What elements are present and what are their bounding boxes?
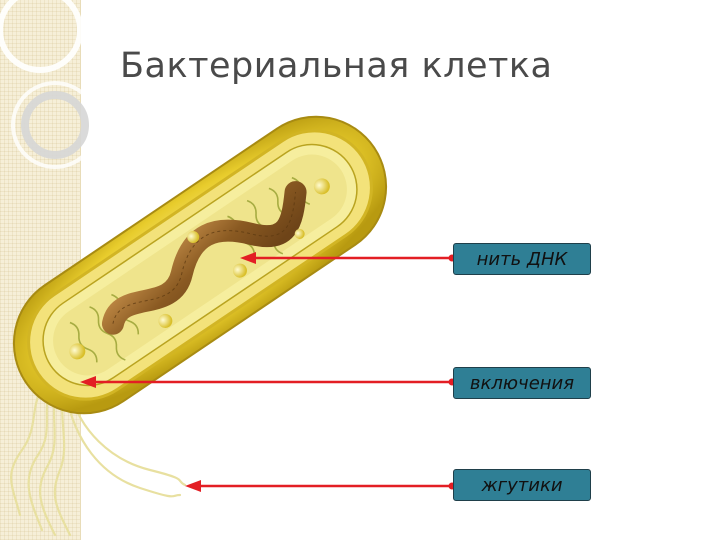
label-dna: нить ДНК: [453, 243, 591, 275]
decorative-rings: [0, 0, 99, 169]
label-inclusions: включения: [453, 367, 591, 399]
dna-illustration: [101, 181, 307, 335]
flagella-illustration: [10, 381, 187, 537]
slide-title: Бактериальная клетка: [120, 46, 553, 86]
label-flagella: жгутики: [453, 469, 591, 501]
arrow-flagella: [185, 480, 456, 492]
bacterial-cell-illustration: [12, 115, 388, 415]
inclusions-illustration: [69, 178, 330, 360]
